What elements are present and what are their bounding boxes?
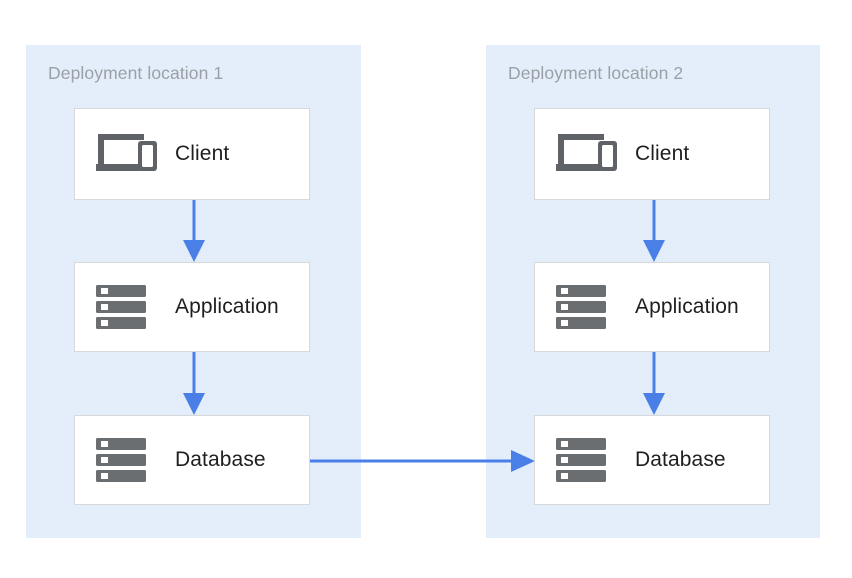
server-icon [96, 437, 158, 483]
node-application-1-label: Application [175, 295, 279, 318]
node-client-2-label: Client [635, 142, 690, 165]
zone-1-label: Deployment location 1 [48, 63, 224, 83]
devices-icon [96, 130, 158, 178]
zone-2-label: Deployment location 2 [508, 63, 684, 83]
connector-app-1-to-database-1 [183, 350, 205, 415]
node-database-1[interactable]: Database [74, 415, 310, 505]
server-icon [556, 284, 618, 330]
node-client-2[interactable]: Client [534, 108, 770, 200]
connector-client-2-to-app-2 [643, 198, 665, 262]
connector-database-1-to-database-2 [308, 450, 535, 472]
node-client-1[interactable]: Client [74, 108, 310, 200]
server-icon [556, 437, 618, 483]
node-database-1-label: Database [175, 448, 266, 471]
node-application-2-label: Application [635, 295, 739, 318]
connector-app-2-to-database-2 [643, 350, 665, 415]
node-application-2[interactable]: Application [534, 262, 770, 352]
node-database-2-label: Database [635, 448, 726, 471]
devices-icon [556, 130, 618, 178]
connector-client-1-to-app-1 [183, 198, 205, 262]
node-database-2[interactable]: Database [534, 415, 770, 505]
server-icon [96, 284, 158, 330]
node-client-1-label: Client [175, 142, 230, 165]
node-application-1[interactable]: Application [74, 262, 310, 352]
